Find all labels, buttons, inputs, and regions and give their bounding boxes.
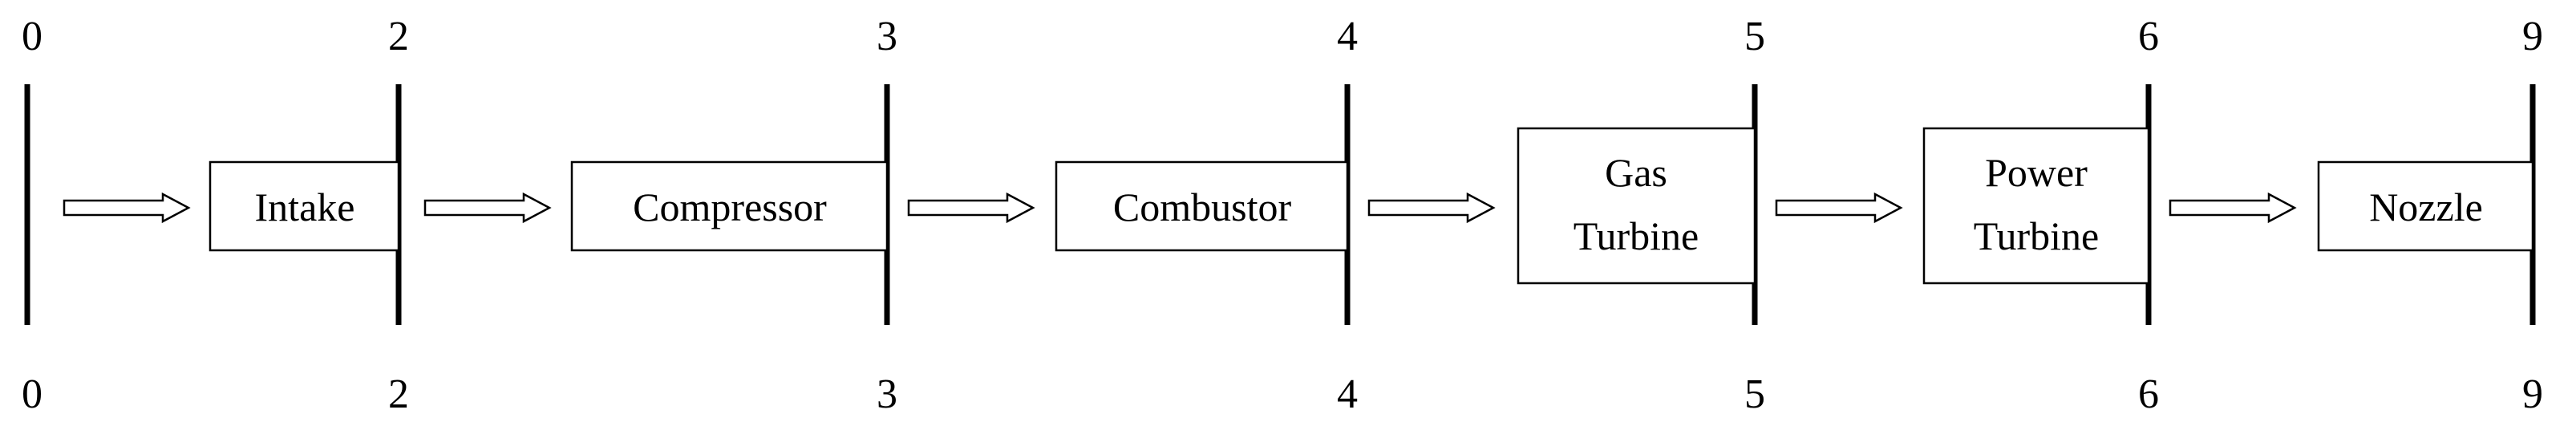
station-labels-top: 0 2 3 4 5 6 9 <box>22 14 2543 59</box>
station-top-4: 4 <box>1337 14 1358 59</box>
intake-label: Intake <box>255 185 355 229</box>
station-top-9: 9 <box>2522 14 2543 59</box>
gas-turbine-label-line2: Turbine <box>1574 213 1699 258</box>
station-bottom-9: 9 <box>2522 371 2543 417</box>
station-labels-bottom: 0 2 3 4 5 6 9 <box>22 371 2543 417</box>
power-turbine-box <box>1922 127 2150 285</box>
station-top-5: 5 <box>1744 14 1765 59</box>
station-bottom-0: 0 <box>22 371 43 417</box>
flow-arrows <box>63 192 2297 224</box>
power-turbine-label-line1: Power <box>1985 150 2088 195</box>
compressor-label: Compressor <box>633 185 827 229</box>
station-top-3: 3 <box>877 14 897 59</box>
flow-arrow-icon <box>423 192 552 224</box>
station-top-0: 0 <box>22 14 43 59</box>
flow-arrow-icon <box>1367 192 1496 224</box>
gas-turbine-box <box>1517 127 1756 285</box>
gas-turbine-label-line1: Gas <box>1605 150 1667 195</box>
station-bottom-4: 4 <box>1337 371 1358 417</box>
station-bottom-6: 6 <box>2138 371 2159 417</box>
power-turbine-label-line2: Turbine <box>1974 213 2100 258</box>
nozzle-box <box>2317 160 2534 252</box>
combustor-box <box>1055 160 1349 252</box>
nozzle-label: Nozzle <box>2369 185 2483 229</box>
station-top-2: 2 <box>388 14 409 59</box>
component-boxes <box>209 127 2534 285</box>
station-top-6: 6 <box>2138 14 2159 59</box>
combustor-label: Combustor <box>1113 185 1292 229</box>
station-bottom-5: 5 <box>1744 371 1765 417</box>
station-bottom-3: 3 <box>877 371 897 417</box>
flow-arrow-icon <box>1775 192 1903 224</box>
flow-arrow-icon <box>2169 192 2297 224</box>
station-bottom-2: 2 <box>388 371 409 417</box>
flow-arrow-icon <box>907 192 1035 224</box>
flow-arrow-icon <box>63 192 191 224</box>
intake-box <box>209 160 400 252</box>
compressor-box <box>570 160 889 252</box>
component-labels: Intake Compressor Combustor Gas Turbine … <box>255 150 2483 258</box>
